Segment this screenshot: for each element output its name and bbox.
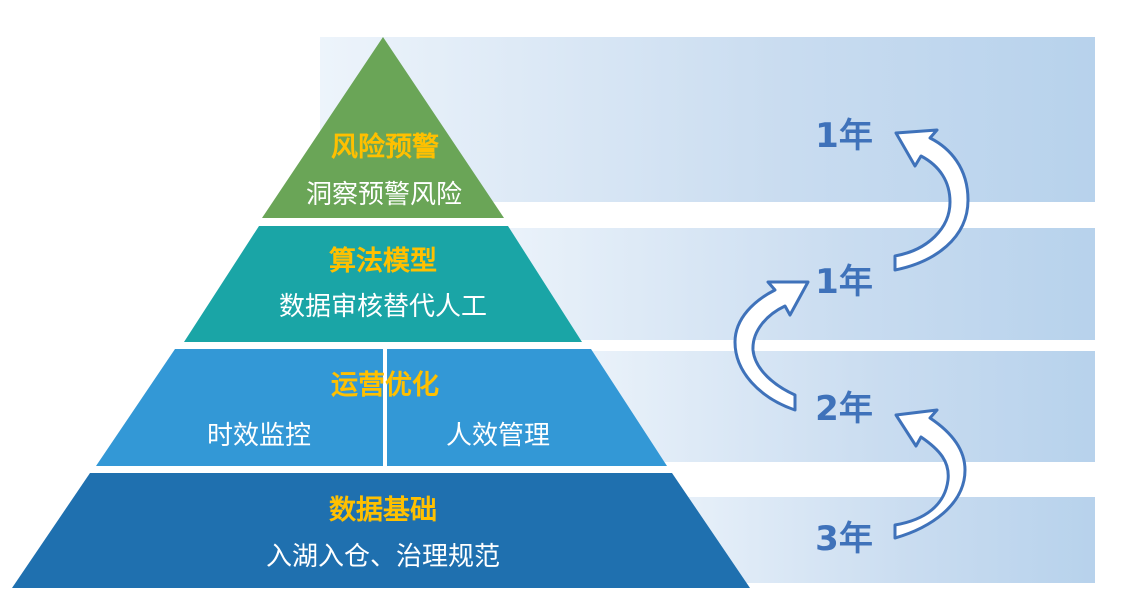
pyramid — [12, 37, 750, 588]
tier-4-subtitle: 入湖入仓、治理规范 — [266, 542, 500, 572]
tier-1-subtitle: 洞察预警风险 — [306, 180, 462, 210]
curved-arrow-1-to-top-icon — [893, 128, 970, 272]
tier-3-subtitle-left: 时效监控 — [207, 421, 311, 451]
curved-arrows — [733, 128, 970, 540]
tier-2-title: 算法模型 — [329, 245, 437, 277]
curved-arrow-3-to-2-icon — [893, 408, 967, 540]
duration-label-4: 3年 — [815, 519, 873, 559]
tier-2-subtitle: 数据审核替代人工 — [279, 292, 487, 322]
duration-labels: 1年 1年 2年 3年 — [815, 116, 873, 559]
tier-1-shape — [262, 37, 504, 218]
tier-4-shape — [12, 473, 750, 588]
tier-2-shape — [184, 226, 582, 342]
tier-1-title: 风险预警 — [331, 131, 439, 163]
curved-arrow-2-to-1-icon — [733, 280, 810, 412]
duration-label-1: 1年 — [815, 116, 873, 156]
tier-3-shape — [96, 349, 667, 466]
tier-3-subtitle-right: 人效管理 — [446, 421, 550, 451]
duration-label-2: 1年 — [815, 262, 873, 302]
duration-label-3: 2年 — [815, 389, 873, 429]
tier-3-title: 运营优化 — [331, 370, 439, 401]
tier-4-title: 数据基础 — [329, 495, 437, 526]
tier-labels: 风险预警 洞察预警风险 算法模型 数据审核替代人工 运营优化 时效监控 人效管理… — [207, 131, 550, 572]
